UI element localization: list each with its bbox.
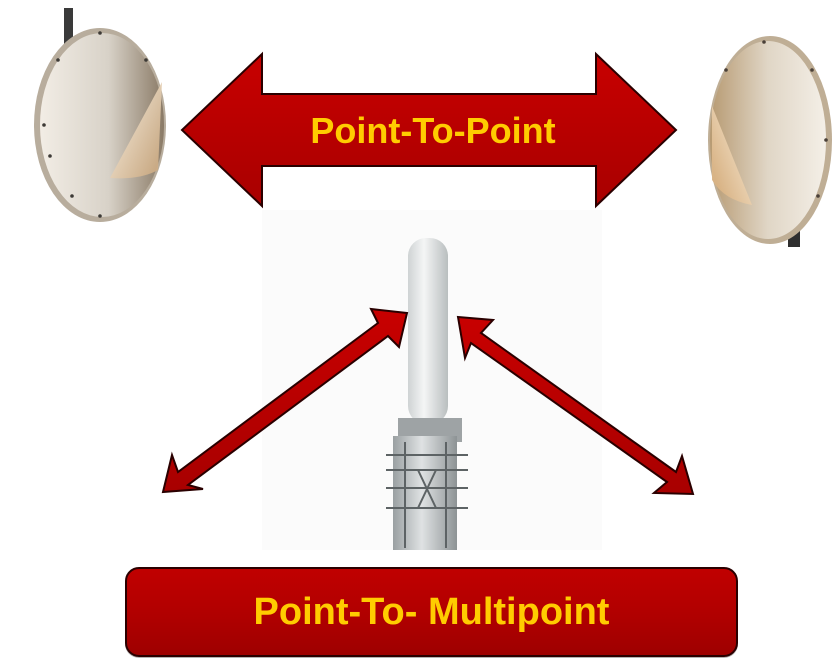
left-diagonal-arrow-shape	[161, 307, 409, 494]
mast-clamps	[386, 442, 468, 548]
left-dish-cone	[110, 82, 162, 179]
right-dish-cone	[712, 106, 752, 205]
point-to-multipoint-box: Point-To- Multipoint	[125, 567, 738, 657]
omni-radome	[408, 238, 448, 424]
right-diagonal-arrow	[456, 315, 695, 496]
left-dish-pole	[64, 8, 73, 68]
left-dish-bolts	[42, 31, 148, 218]
ptp-label: Point-To-Point	[310, 110, 555, 151]
ptmp-label: Point-To- Multipoint	[253, 590, 610, 633]
point-to-point-arrow: Point-To-Point	[180, 51, 678, 209]
right-dish-bolts	[724, 40, 828, 198]
left-dish-antenna	[34, 8, 166, 222]
left-diagonal-arrow	[161, 307, 409, 494]
ptp-double-arrow-shape	[180, 51, 678, 209]
right-dish-antenna	[708, 36, 832, 247]
right-diagonal-arrow-shape	[456, 315, 695, 496]
